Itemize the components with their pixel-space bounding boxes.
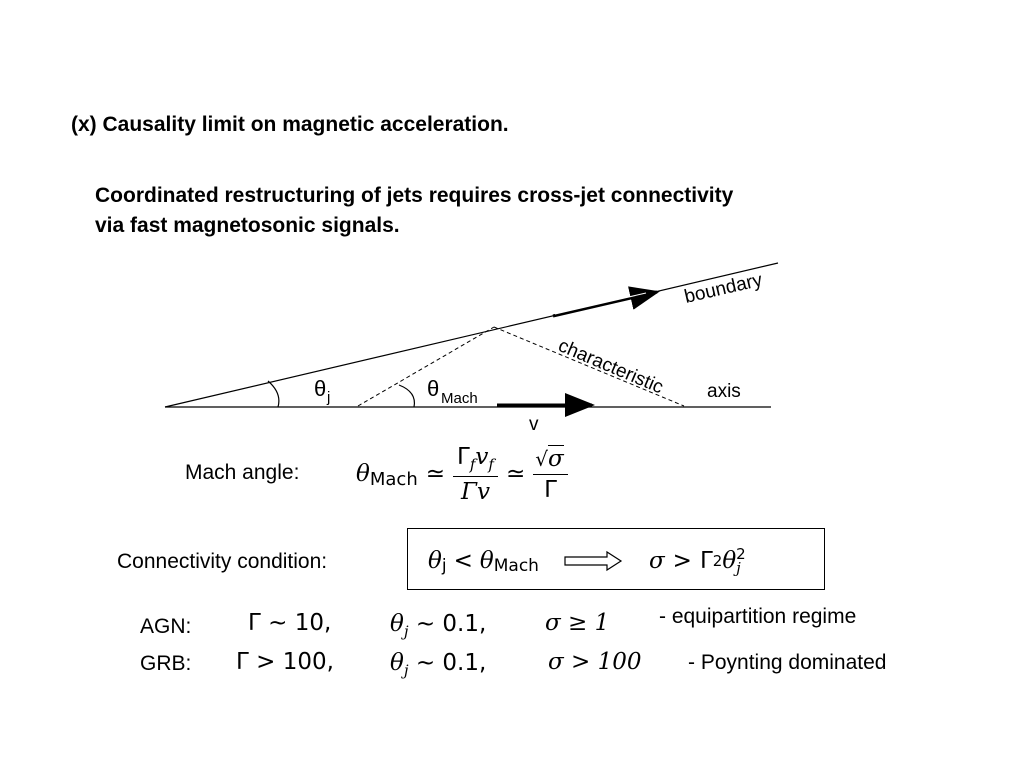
grb-sigma: σ > 100 xyxy=(548,649,642,675)
conn-sigma: σ xyxy=(648,548,665,574)
mach-fraction: Γfvf Γv xyxy=(453,443,498,505)
v-f: v xyxy=(475,444,489,471)
agn-theta-value: ∼ 0.1, xyxy=(408,611,487,637)
sigma-fraction-denominator: Γ xyxy=(544,477,557,503)
theta-mach-symbol: θ xyxy=(427,376,439,401)
mach-angle-formula: θ Mach ≃ Γfvf Γv ≃ √σ Γ xyxy=(356,440,568,508)
v-f-sub: f xyxy=(488,455,494,474)
connectivity-box xyxy=(407,528,825,590)
agn-sigma: σ ≥ 1 xyxy=(545,610,610,636)
gamma-f-sub: f xyxy=(469,455,476,474)
connectivity-label: Connectivity condition: xyxy=(117,550,328,573)
conn-theta2-sup: 2 xyxy=(736,545,746,563)
agn-label: AGN: xyxy=(140,615,192,638)
mach-approx-2: ≃ xyxy=(505,461,526,487)
slide-heading: (x) Causality limit on magnetic accelera… xyxy=(71,113,509,136)
agn-theta-sub: j xyxy=(403,622,409,641)
conn-less: < xyxy=(453,548,473,574)
axis-label: axis xyxy=(707,381,741,402)
grb-theta-sub: j xyxy=(403,661,409,680)
conn-mach-sub: Mach xyxy=(493,556,539,576)
conn-j-sub: j xyxy=(441,556,447,576)
boundary-line xyxy=(164,262,779,408)
mach-sub: Mach xyxy=(369,468,418,490)
mach-fraction-numerator: Γfvf xyxy=(453,443,498,477)
mach-fraction-denominator: Γv xyxy=(461,478,490,505)
theta-j-symbol: θ xyxy=(314,376,326,401)
mach-theta: θ xyxy=(356,461,370,487)
mach-angle-label: Mach angle: xyxy=(185,461,300,484)
characteristic-left xyxy=(357,326,495,407)
sqrt-sigma: √σ xyxy=(533,445,568,475)
agn-note: - equipartition regime xyxy=(659,605,857,628)
conn-theta2-sub: j xyxy=(736,559,741,577)
grb-note: - Poynting dominated xyxy=(688,651,887,674)
agn-gamma: Γ ∼ 10, xyxy=(248,610,332,636)
characteristic-right xyxy=(493,326,685,407)
conn-greater: > xyxy=(672,548,692,574)
conn-gamma: Γ xyxy=(699,548,713,574)
grb-label: GRB: xyxy=(140,652,192,675)
theta-j-arc xyxy=(267,380,280,408)
theta-j-subscript: j xyxy=(326,389,330,406)
implies-arrow xyxy=(564,550,623,572)
grb-theta-value: ∼ 0.1, xyxy=(408,650,487,676)
conn-theta-j: θ xyxy=(428,548,442,574)
boundary-arrow xyxy=(552,286,660,318)
agn-theta-symbol: θ xyxy=(390,611,404,637)
velocity-label: v xyxy=(529,414,539,435)
boundary-arrow-inner xyxy=(554,292,647,315)
theta-mach-arc xyxy=(398,384,416,408)
characteristic-label: characteristic xyxy=(555,335,666,398)
grb-theta: θj ∼ 0.1, xyxy=(390,649,486,680)
slide-subtitle-line2: via fast magnetosonic signals. xyxy=(95,214,400,237)
sigma-fraction: √σ Γ xyxy=(533,445,568,503)
theta-mach-subscript: Mach xyxy=(441,390,478,407)
gamma-f: Γ xyxy=(457,444,470,471)
slide-subtitle-line1: Coordinated restructuring of jets requir… xyxy=(95,184,734,207)
grb-theta-symbol: θ xyxy=(390,650,404,676)
connectivity-formula: θ j < θ Mach σ > Γ 2 θ 2 j xyxy=(428,541,746,581)
grb-gamma: Γ > 100, xyxy=(236,649,334,675)
mach-approx-1: ≃ xyxy=(425,461,446,487)
conn-theta-mach: θ xyxy=(479,548,494,574)
agn-theta: θj ∼ 0.1, xyxy=(390,610,486,641)
conn-gamma-sup: 2 xyxy=(712,552,723,570)
conn-theta2: θ xyxy=(722,548,737,574)
